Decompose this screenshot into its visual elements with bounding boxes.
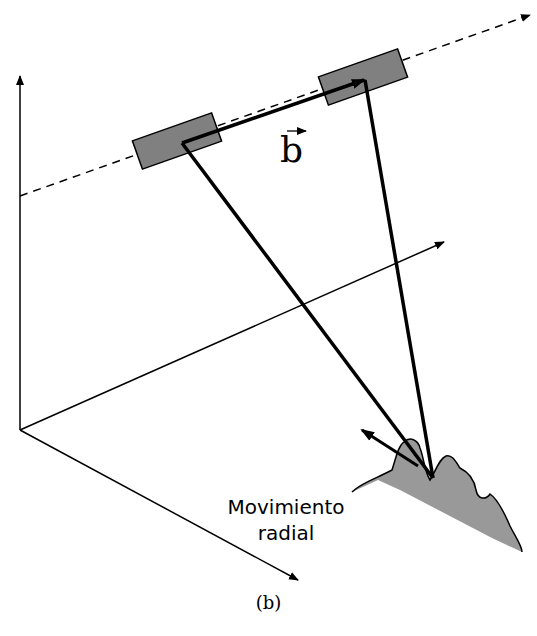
terrain-outline [352,439,522,552]
terrain-fill [352,439,522,552]
figure-caption: (b) [0,592,537,613]
coordinate-axes [20,76,444,580]
motion-label: Movimiento radial [206,494,366,546]
antenna-1 [132,113,221,169]
flight-track [20,15,530,196]
antenna-2 [318,49,407,105]
vector-symbol: b [280,132,303,168]
radial-motion-arrow [362,430,418,466]
baseline-vector [182,80,364,143]
line-of-sight [182,80,433,478]
